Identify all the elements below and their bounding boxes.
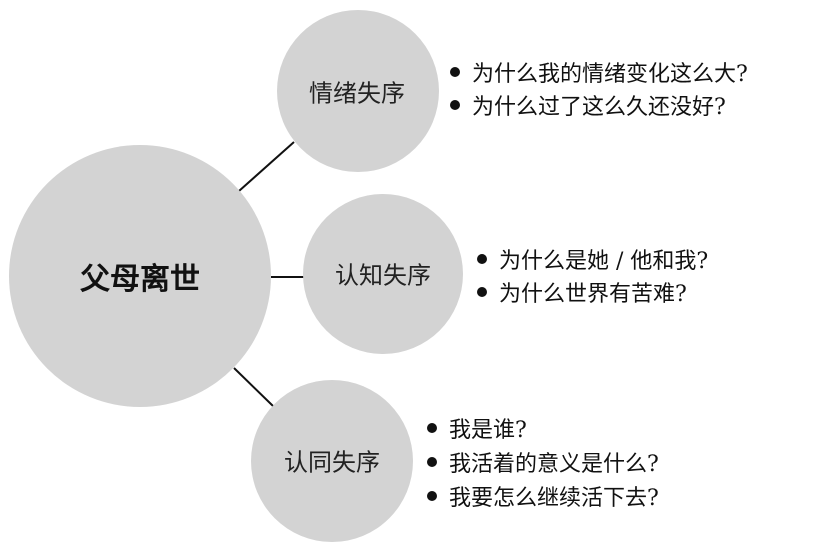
question-item: 为什么世界有苦难? [477,278,708,311]
branch-label-identity: 认同失序 [284,448,380,477]
question-list-emotion: 为什么我的情绪变化这么大? 为什么过了这么久还没好? [450,58,748,124]
branch-node-emotion [277,10,439,172]
question-item: 我是谁? [427,414,659,448]
branch-node-cognition [303,194,463,354]
connector-identity [233,367,274,407]
question-list-identity: 我是谁? 我活着的意义是什么? 我要怎么继续活下去? [427,414,659,516]
branch-node-identity [251,380,413,542]
connector-emotion [238,141,295,192]
question-list-cognition: 为什么是她 / 他和我? 为什么世界有苦难? [477,245,708,311]
question-item: 为什么我的情绪变化这么大? [450,58,748,91]
question-item: 为什么是她 / 他和我? [477,245,708,278]
question-item: 我要怎么继续活下去? [427,482,659,516]
center-label: 父母离世 [80,262,200,297]
center-node [9,145,271,407]
question-item: 为什么过了这么久还没好? [450,91,748,124]
branch-label-cognition: 认知失序 [335,261,431,290]
branch-label-emotion: 情绪失序 [309,79,405,108]
question-item: 我活着的意义是什么? [427,448,659,482]
